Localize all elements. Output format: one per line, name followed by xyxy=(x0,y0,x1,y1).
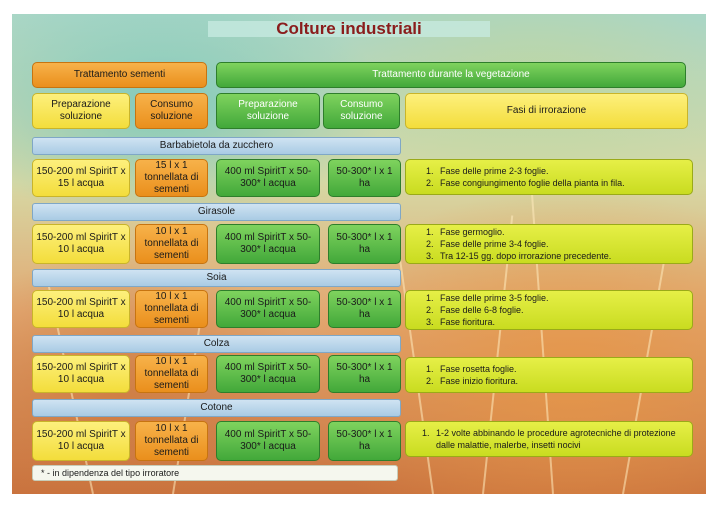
header-seed-treatment: Trattamento sementi xyxy=(32,62,207,88)
header-prep-solution-seed: Preparazione soluzione xyxy=(32,93,130,129)
spray-phases-cell: 1-2 volte abbinando le procedure agrotec… xyxy=(405,421,693,457)
footnote: * - in dipendenza del tipo irroratore xyxy=(32,465,398,481)
phase-item: Fase inizio fioritura. xyxy=(436,375,518,387)
spray-phases-cell: Fase delle prime 2-3 foglie. Fase congiu… xyxy=(405,159,693,195)
seed-prep-cell: 150-200 ml SpiritT x 10 l acqua xyxy=(32,355,130,393)
spray-phases-list: 1-2 volte abbinando le procedure agrotec… xyxy=(412,427,692,451)
spray-phases-list: Fase delle prime 2-3 foglie. Fase congiu… xyxy=(412,165,625,189)
seed-consumption-cell: 10 l x 1 tonnellata di sementi xyxy=(135,224,208,264)
phase-item: Fase germoglio. xyxy=(436,226,611,238)
phase-item: Fase rosetta foglie. xyxy=(436,363,518,375)
veg-prep-cell: 400 ml SpiritT x 50-300* l acqua xyxy=(216,421,320,461)
phase-item: 1-2 volte abbinando le procedure agrotec… xyxy=(432,427,692,451)
veg-prep-cell: 400 ml SpiritT x 50-300* l acqua xyxy=(216,159,320,197)
veg-consumption-cell: 50-300* l x 1 ha xyxy=(328,421,401,461)
page-title: Colture industriali xyxy=(276,19,422,38)
spray-phases-cell: Fase delle prime 3-5 foglie. Fase delle … xyxy=(405,290,693,330)
phase-item: Fase delle 6-8 foglie. xyxy=(436,304,549,316)
crop-name-sugar-beet: Barbabietola da zucchero xyxy=(32,137,401,155)
veg-consumption-cell: 50-300* l x 1 ha xyxy=(328,224,401,264)
phase-item: Fase fioritura. xyxy=(436,316,549,328)
title-band xyxy=(208,21,490,37)
seed-prep-cell: 150-200 ml SpiritT x 10 l acqua xyxy=(32,224,130,264)
veg-consumption-cell: 50-300* l x 1 ha xyxy=(328,159,401,197)
seed-consumption-cell: 10 l x 1 tonnellata di sementi xyxy=(135,290,208,328)
seed-prep-cell: 150-200 ml SpiritT x 10 l acqua xyxy=(32,421,130,461)
header-consumption-seed: Consumo soluzione xyxy=(135,93,208,129)
crop-name-soy: Soia xyxy=(32,269,401,287)
spray-phases-list: Fase delle prime 3-5 foglie. Fase delle … xyxy=(412,292,549,328)
header-consumption-veg: Consumo soluzione xyxy=(323,93,400,129)
phase-item: Tra 12-15 gg. dopo irrorazione precedent… xyxy=(436,250,611,262)
seed-consumption-cell: 15 l x 1 tonnellata di sementi xyxy=(135,159,208,197)
veg-prep-cell: 400 ml SpiritT x 50-300* l acqua xyxy=(216,355,320,393)
phase-item: Fase delle prime 3-4 foglie. xyxy=(436,238,611,250)
veg-prep-cell: 400 ml SpiritT x 50-300* l acqua xyxy=(216,290,320,328)
spray-phases-cell: Fase rosetta foglie. Fase inizio fioritu… xyxy=(405,357,693,393)
phase-item: Fase delle prime 3-5 foglie. xyxy=(436,292,549,304)
spray-phases-list: Fase germoglio. Fase delle prime 3-4 fog… xyxy=(412,226,611,262)
crop-name-rapeseed: Colza xyxy=(32,335,401,353)
spray-phases-list: Fase rosetta foglie. Fase inizio fioritu… xyxy=(412,363,518,387)
header-vegetation-treatment: Trattamento durante la vegetazione xyxy=(216,62,686,88)
veg-prep-cell: 400 ml SpiritT x 50-300* l acqua xyxy=(216,224,320,264)
seed-consumption-cell: 10 l x 1 tonnellata di sementi xyxy=(135,421,208,461)
header-spray-phases: Fasi di irrorazione xyxy=(405,93,688,129)
veg-consumption-cell: 50-300* l x 1 ha xyxy=(328,355,401,393)
seed-prep-cell: 150-200 ml SpiritT x 15 l acqua xyxy=(32,159,130,197)
seed-prep-cell: 150-200 ml SpiritT x 10 l acqua xyxy=(32,290,130,328)
veg-consumption-cell: 50-300* l x 1 ha xyxy=(328,290,401,328)
spray-phases-cell: Fase germoglio. Fase delle prime 3-4 fog… xyxy=(405,224,693,264)
seed-consumption-cell: 10 l x 1 tonnellata di sementi xyxy=(135,355,208,393)
header-prep-solution-veg: Preparazione soluzione xyxy=(216,93,320,129)
crop-name-cotton: Cotone xyxy=(32,399,401,417)
phase-item: Fase congiungimento foglie della pianta … xyxy=(436,177,625,189)
phase-item: Fase delle prime 2-3 foglie. xyxy=(436,165,625,177)
crop-name-sunflower: Girasole xyxy=(32,203,401,221)
